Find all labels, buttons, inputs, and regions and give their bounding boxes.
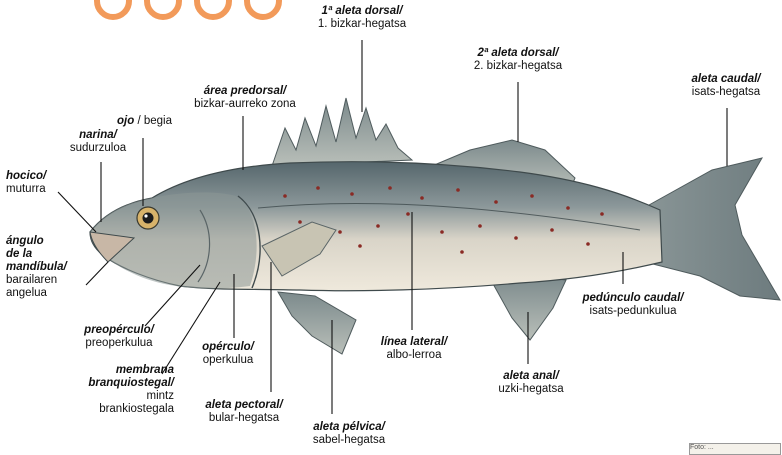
label-jaw-angle: ángulo de la mandíbula/ barailaren angel…: [6, 235, 67, 300]
label-lateral-line: línea lateral/ albo-lerroa: [366, 336, 462, 362]
label-operculum: opérculo/ operkulua: [190, 341, 266, 367]
label-branchiostegal-membrane: membrana branquiostegal/ mintz brankiost…: [62, 364, 174, 416]
label-eye: ojo / begia: [117, 115, 172, 128]
label-caudal-peduncle: pedúnculo caudal/ isats-pedunkulua: [570, 292, 696, 318]
label-nostril: narina/ sudurzuloa: [58, 129, 138, 155]
label-preoperculum: preopérculo/ preoperkulua: [60, 324, 178, 350]
label-second-dorsal-fin: 2ª aleta dorsal/ 2. bizkar-hegatsa: [455, 47, 581, 73]
label-anal-fin: aleta anal/ uzki-hegatsa: [486, 370, 576, 396]
anal-fin: [492, 276, 566, 340]
photo-credit-box: Foto: ...: [689, 443, 781, 455]
label-snout: hocico/ muturra: [6, 170, 46, 196]
label-predorsal-area: área predorsal/ bizkar-aurreko zona: [180, 85, 310, 111]
label-pelvic-fin: aleta pélvica/ sabel-hegatsa: [298, 421, 400, 447]
label-first-dorsal-fin: 1ª aleta dorsal/ 1. bizkar-hegatsa: [300, 5, 424, 31]
pelvic-fin: [278, 292, 356, 354]
label-pectoral-fin: aleta pectoral/ bular-hegatsa: [194, 399, 294, 425]
label-caudal-fin: aleta caudal/ isats-hegatsa: [673, 73, 779, 99]
